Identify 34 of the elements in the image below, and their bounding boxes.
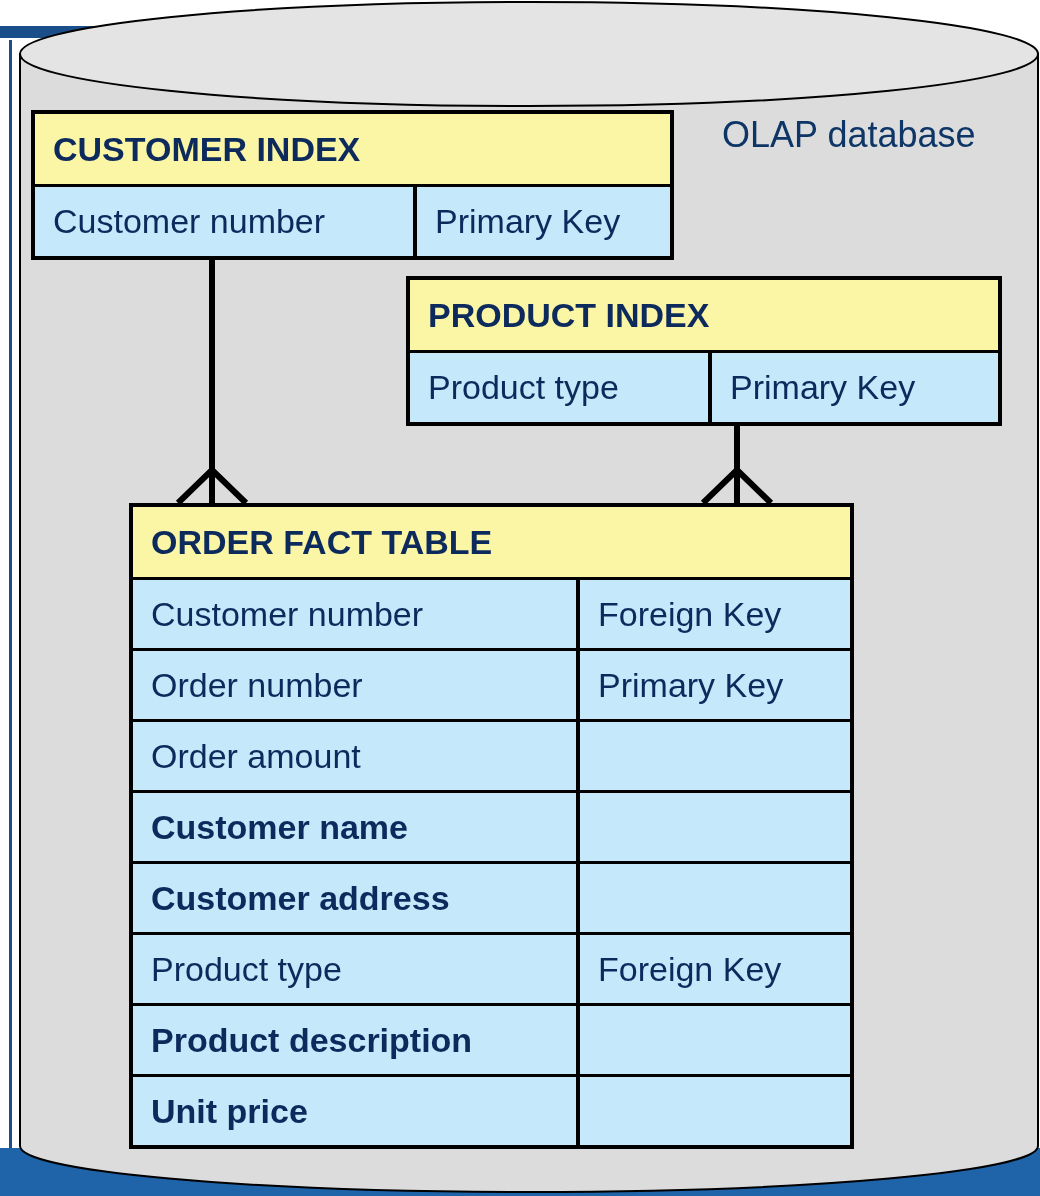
field-name: Unit price: [151, 1091, 308, 1131]
table-row: [35, 184, 670, 256]
table-title: PRODUCT INDEX: [410, 280, 998, 350]
table-row: [133, 790, 850, 861]
relationship-line: [175, 260, 249, 506]
table-row: [133, 577, 850, 648]
table: [129, 503, 854, 1149]
table-row: [133, 719, 850, 790]
field-name: Order number: [151, 665, 363, 705]
field-name: Product description: [151, 1020, 473, 1060]
field-name: Customer number: [151, 594, 424, 634]
key-type: Foreign Key: [598, 594, 782, 634]
table-row: [133, 861, 850, 932]
table-title: ORDER FACT TABLE: [133, 507, 850, 577]
key-type: Primary Key: [598, 665, 784, 705]
table-row: [410, 350, 998, 422]
table-title: CUSTOMER INDEX: [35, 114, 670, 184]
field-name: Order amount: [151, 736, 361, 776]
key-type: Primary Key: [435, 202, 621, 241]
field-name: Customer number: [53, 202, 326, 241]
table-row: [133, 1074, 850, 1145]
key-type: Primary Key: [730, 368, 916, 407]
relationship-line: [700, 426, 774, 506]
table-row: [133, 648, 850, 719]
field-name: Customer address: [151, 878, 450, 918]
field-name: Customer name: [151, 807, 408, 847]
table-row: [133, 932, 850, 1003]
table: [406, 276, 1002, 426]
database-title: OLAP database: [722, 114, 976, 156]
key-type: Foreign Key: [598, 949, 782, 989]
field-name: Product type: [151, 949, 342, 989]
table: [31, 110, 674, 260]
table-row: [133, 1003, 850, 1074]
field-name: Product type: [428, 368, 619, 407]
